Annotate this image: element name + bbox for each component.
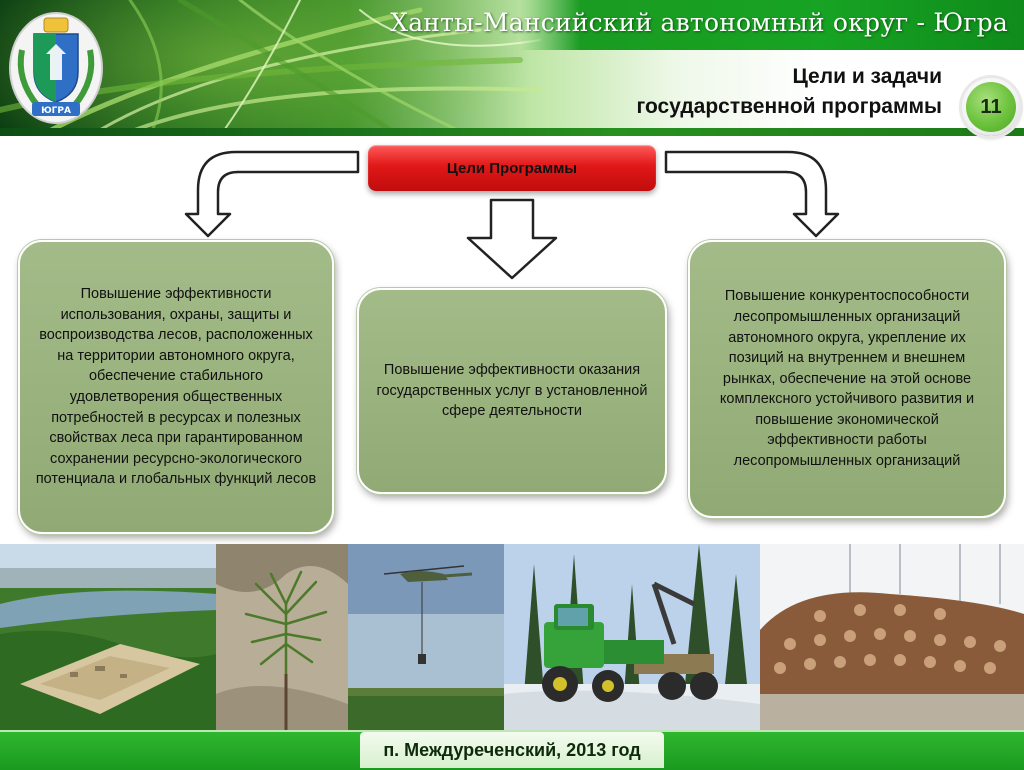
helicopter-photo [348,544,504,730]
footer-location-year: п. Междуреченский, 2013 год [360,732,664,768]
header-banner: Ханты-Мансийский автономный округ - Югра… [0,0,1024,136]
slide-title-line-2: государственной программы [636,95,942,118]
forest-harvester-photo [504,544,760,730]
header-divider [0,128,1024,136]
emblem-text: ЮГРА [41,106,71,116]
log-pile-photo [760,544,1024,730]
arrow-to-center-goal [466,198,558,280]
flow-arrows [184,150,840,280]
pine-seedling-photo [216,544,348,730]
goal-text: Повышение эффективности оказания государ… [376,362,648,420]
aerial-landscape-photo [0,544,216,730]
goal-text: Повышение эффективности использования, о… [35,286,317,488]
slide-title-line-1: Цели и задачи [792,65,942,88]
coat-of-arms-icon: ЮГРА [9,12,103,124]
slide-number: 11 [966,82,1016,132]
goal-box-public-services: Повышение эффективности оказания государ… [357,288,667,494]
program-goals-heading: Цели Программы [368,145,656,191]
goal-text: Повышение конкурентоспособности лесопром… [719,288,975,470]
arrow-to-left-goal [184,150,360,238]
slide-title: Цели и задачи государственной программы [462,62,942,122]
region-title-bar: Ханты-Мансийский автономный округ - Югра [390,0,1024,50]
region-title: Ханты-Мансийский автономный округ - Югра [390,8,1008,37]
arrow-to-right-goal [664,150,840,238]
goal-box-forest-use: Повышение эффективности использования, о… [18,240,334,534]
goal-box-competitiveness: Повышение конкурентоспособности лесопром… [688,240,1006,518]
